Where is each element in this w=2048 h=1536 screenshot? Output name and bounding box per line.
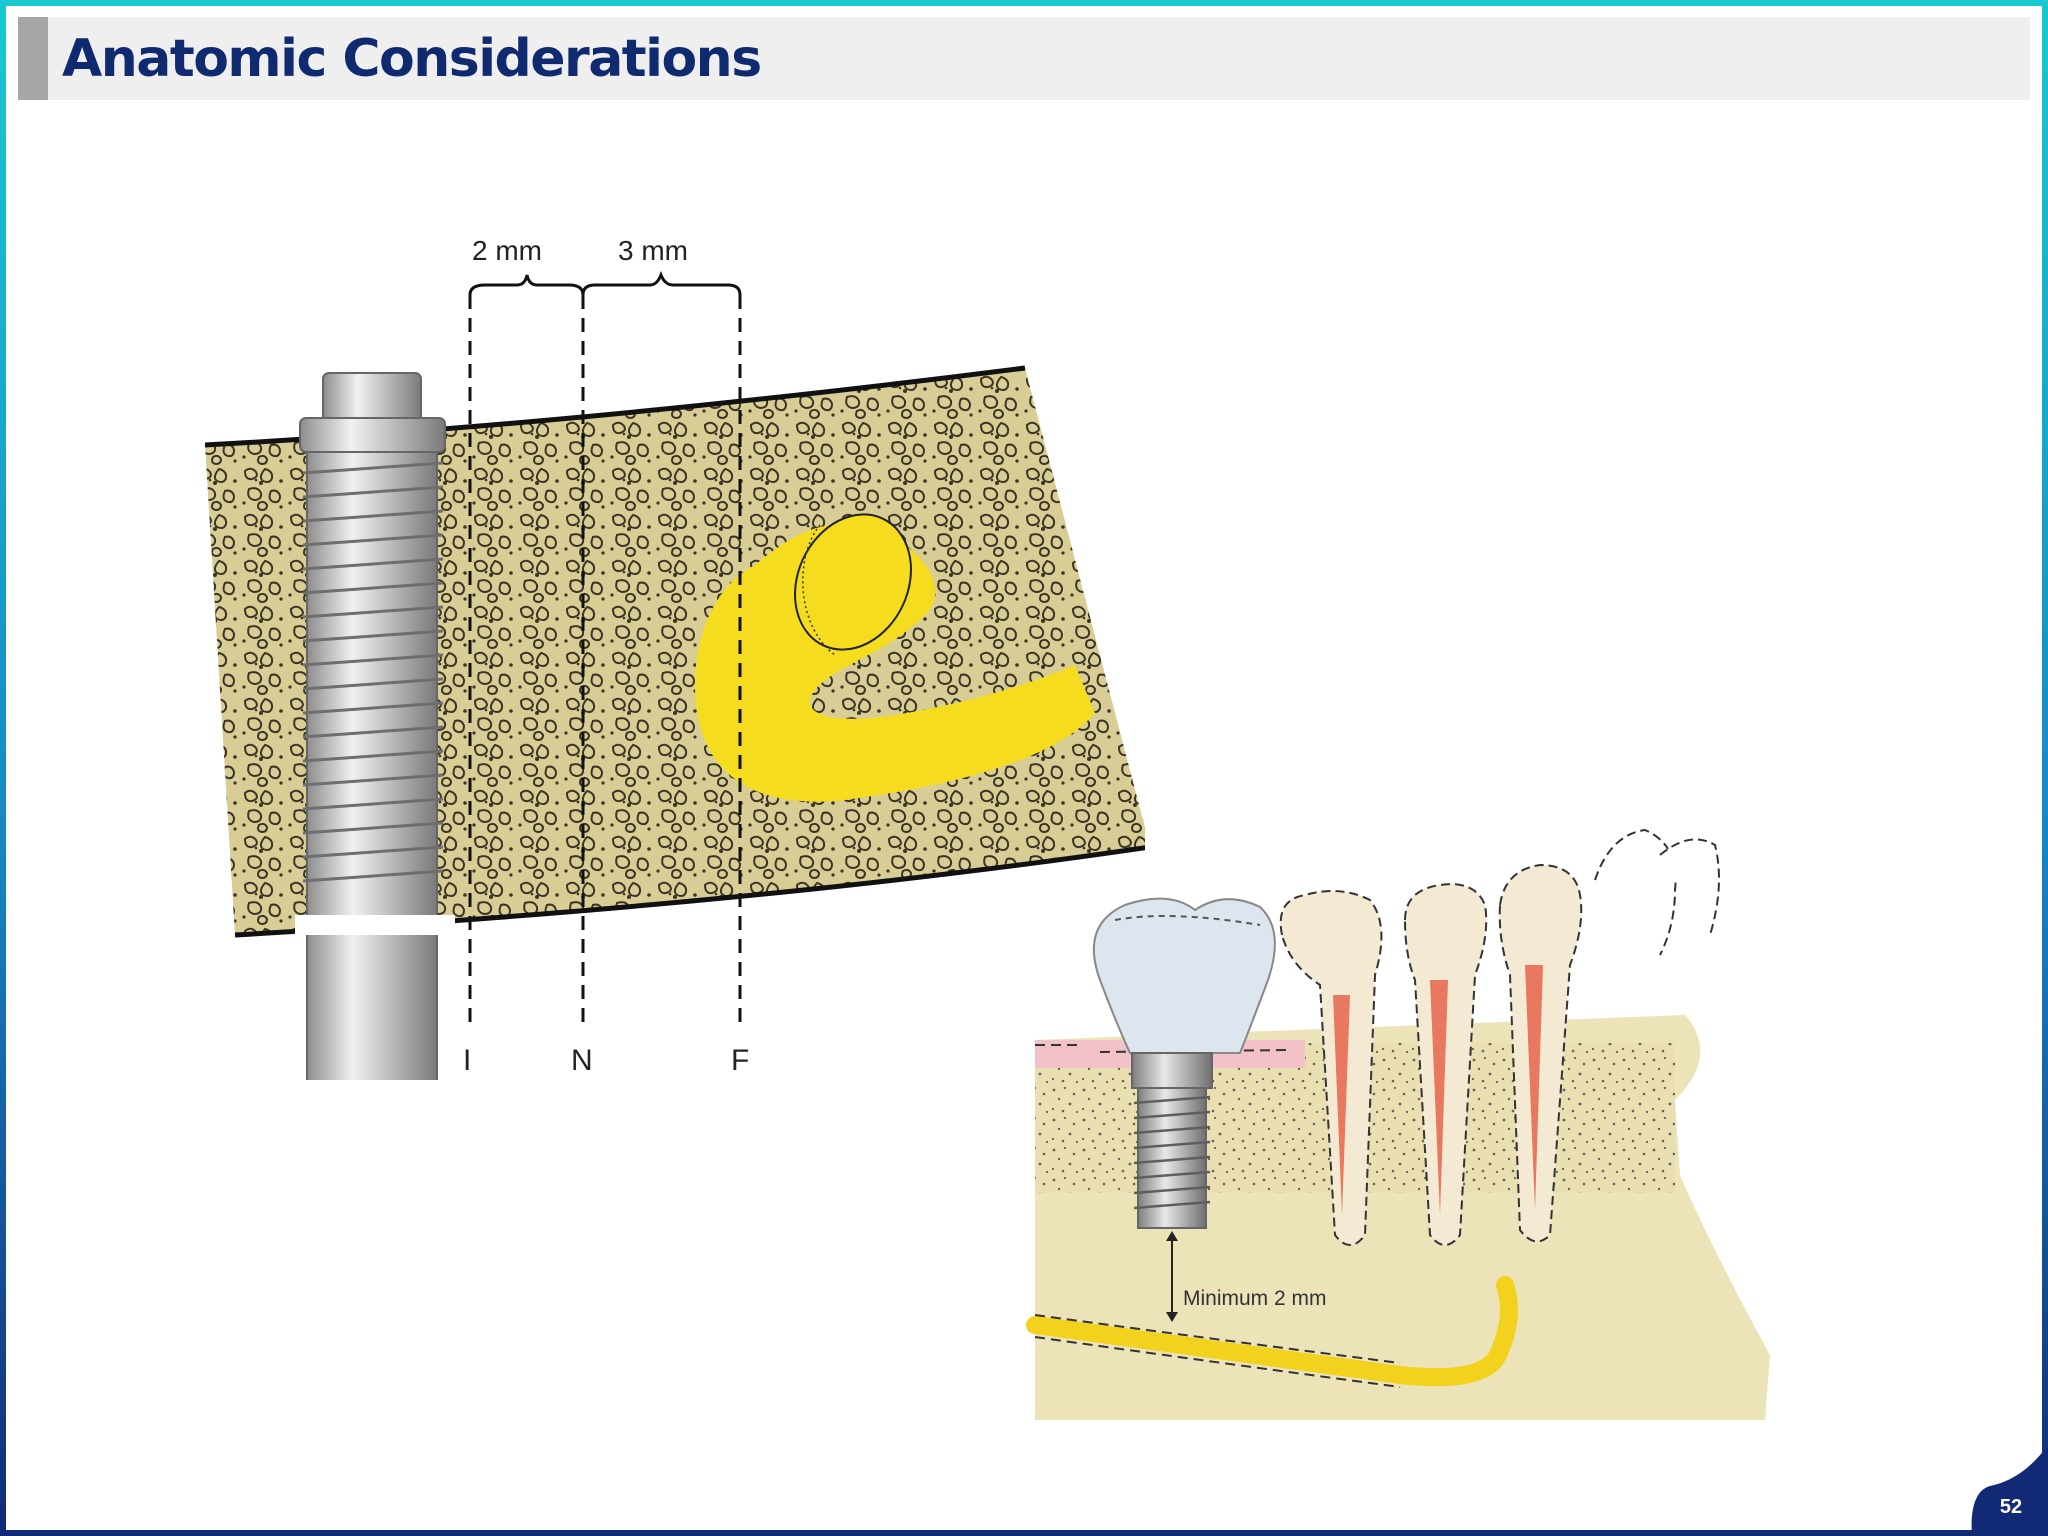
dim-label-2mm: 2 mm: [472, 235, 542, 266]
implant-clearance-diagram: Minimum 2 mm: [1020, 815, 1780, 1420]
dim-label-3mm: 3 mm: [618, 235, 688, 266]
page-number: 52: [1990, 1493, 2032, 1521]
slide-title: Anatomic Considerations: [62, 26, 761, 92]
dimension-braces: [470, 275, 740, 295]
line-label-n: N: [571, 1044, 593, 1077]
line-label-f: F: [731, 1044, 749, 1077]
line-label-i: I: [463, 1044, 471, 1077]
implant-canal-diagram: 2 mm 3 mm I N F: [195, 235, 1145, 1080]
title-accent: [18, 17, 48, 100]
clearance-label: Minimum 2 mm: [1183, 1287, 1327, 1310]
